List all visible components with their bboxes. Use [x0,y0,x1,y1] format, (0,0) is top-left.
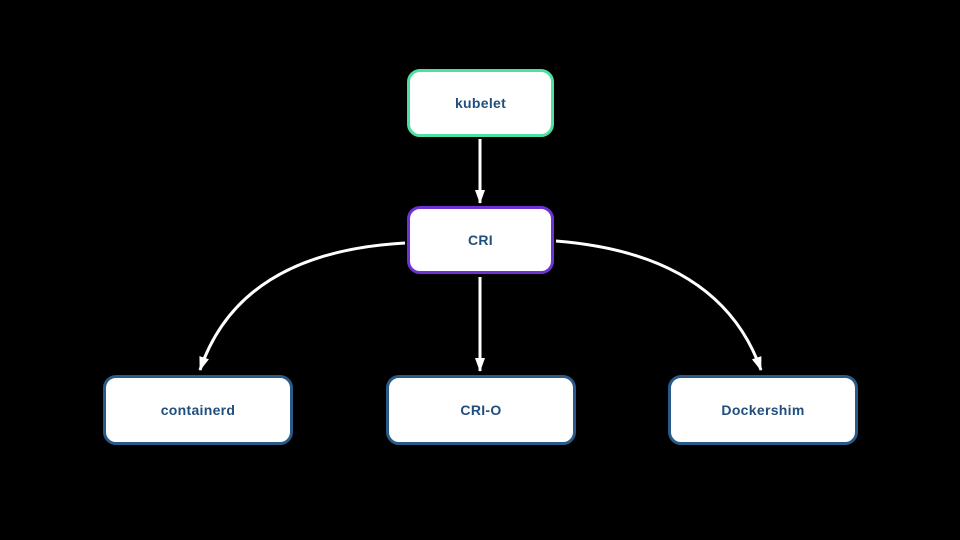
edge-cri-to-containerd [198,241,406,371]
node-cri-label: CRI [467,232,493,248]
node-dockershim-label: Dockershim [721,402,805,418]
edge-cri-to-dockershim [555,239,763,371]
node-kubelet-label: kubelet [454,95,507,111]
node-kubelet: kubelet [407,69,554,137]
node-dockershim: Dockershim [668,375,858,445]
node-cri: CRI [407,206,554,274]
node-crio: CRI-O [386,375,576,445]
node-containerd-label: containerd [160,402,236,418]
node-containerd: containerd [103,375,293,445]
node-crio-label: CRI-O [460,402,502,418]
